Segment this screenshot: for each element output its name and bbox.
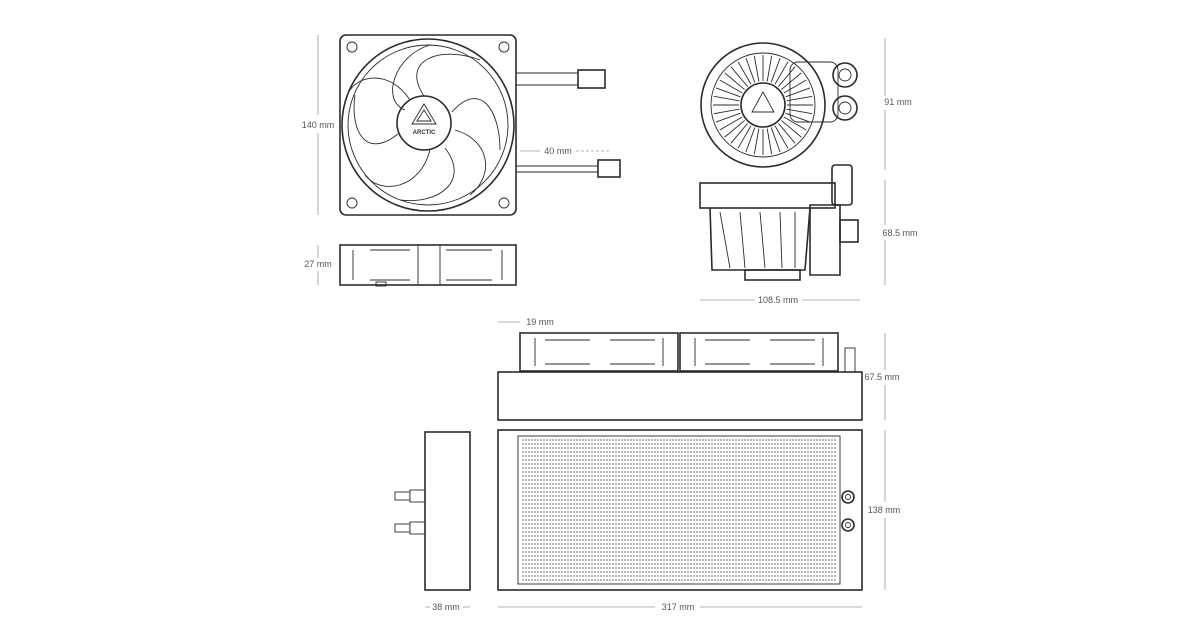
svg-text:ARCTIC: ARCTIC <box>413 130 436 136</box>
fan-cables <box>516 69 621 178</box>
pump-rib <box>785 112 811 123</box>
fan-height-label: 140 mm <box>302 120 335 130</box>
radiator-side-view: 19 mm 67.5 mm <box>497 317 900 421</box>
pump-rib <box>783 116 807 131</box>
fan-offset-label: 19 mm <box>526 317 554 327</box>
pump-rib <box>766 128 773 155</box>
pump-width-label: 108.5 mm <box>758 295 798 305</box>
arctic-logo-icon: ARCTIC <box>411 103 437 136</box>
pump-rib <box>713 95 740 102</box>
cable-length-label: 40 mm <box>544 146 572 156</box>
radiator-end-view: 38 mm <box>394 431 471 612</box>
pump-rib <box>770 127 781 153</box>
pump-rib <box>724 120 745 138</box>
pump-rib <box>778 66 796 87</box>
pump-rib <box>766 55 773 82</box>
pump-top-view: 91 mm <box>700 38 912 170</box>
pump-side-view: 68.5 mm 108.5 mm <box>699 164 918 305</box>
pump-rib <box>719 116 743 131</box>
fan-side-view: 27 mm <box>304 244 517 287</box>
fan-front-view: ARCTIC 140 mm 40 mm <box>302 34 621 216</box>
pump-rib <box>781 120 802 138</box>
pump-rib <box>724 72 745 90</box>
pump-rib <box>730 123 748 144</box>
pump-rib <box>774 61 789 85</box>
pump-rib <box>719 79 743 94</box>
radiator-front-view: 138 mm 317 mm <box>497 429 901 612</box>
radiator-length-label: 317 mm <box>662 602 695 612</box>
pump-rib <box>786 95 813 102</box>
pump-rib <box>737 61 752 85</box>
pump-rib <box>715 112 741 123</box>
pump-rib <box>753 128 760 155</box>
pump-rib <box>730 66 748 87</box>
radiator-height-label: 138 mm <box>868 505 901 515</box>
pump-height-label: 68.5 mm <box>882 228 917 238</box>
pump-rib <box>753 55 760 82</box>
pump-rib <box>745 57 756 83</box>
radiator-thickness-label: 38 mm <box>432 602 460 612</box>
pump-rib <box>778 123 796 144</box>
pump-rib <box>745 127 756 153</box>
pump-rib <box>783 79 807 94</box>
pump-rib <box>713 108 740 115</box>
pump-rib <box>770 57 781 83</box>
pump-rib <box>785 87 811 98</box>
pump-rib <box>774 125 789 149</box>
fan-thickness-label: 27 mm <box>304 259 332 269</box>
pump-diameter-label: 91 mm <box>884 97 912 107</box>
pump-rib <box>737 125 752 149</box>
pump-rib <box>781 72 802 90</box>
radiator-total-thickness-label: 67.5 mm <box>864 372 899 382</box>
pump-rib <box>715 87 741 98</box>
pump-rib <box>786 108 813 115</box>
